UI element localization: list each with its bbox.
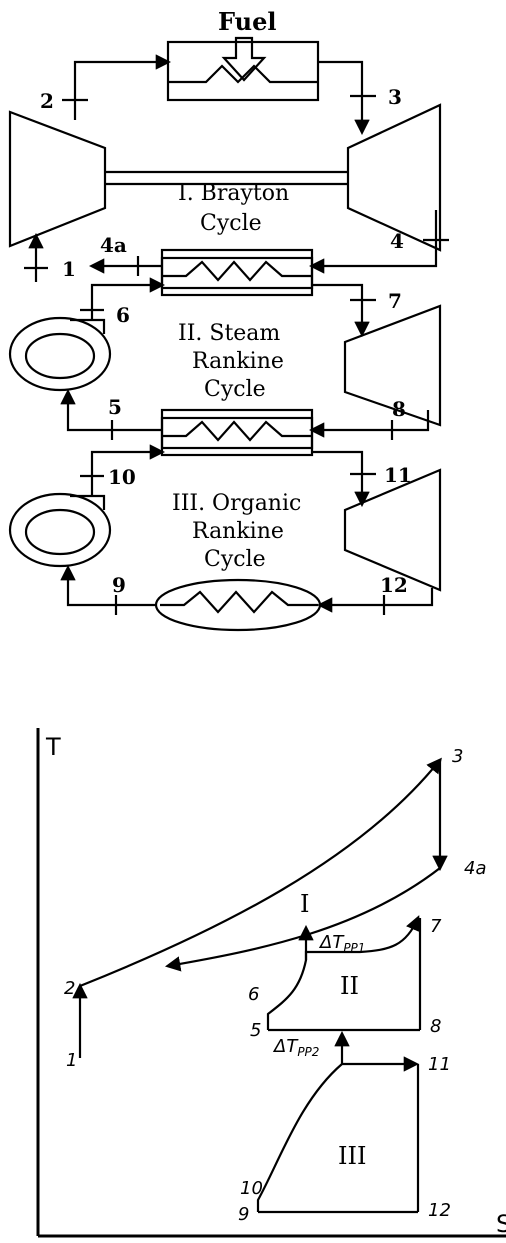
point-10-label: 10 xyxy=(240,1178,263,1199)
organic-title-1: III. Organic xyxy=(172,491,301,516)
state-7-label: 7 xyxy=(388,289,402,313)
point-3-label: 3 xyxy=(452,746,463,767)
gas-turbine xyxy=(346,103,442,252)
organic-turbine xyxy=(343,468,442,592)
fuel-label: Fuel xyxy=(218,7,276,36)
state-9-label: 9 xyxy=(112,573,126,597)
point-5-label: 5 xyxy=(250,1020,261,1041)
state-12-label: 12 xyxy=(380,573,408,597)
state-1-label: 1 xyxy=(62,257,76,281)
point-8-label: 8 xyxy=(430,1016,441,1037)
brayton-title-2: Cycle xyxy=(200,211,262,236)
organic-title-2: Rankine xyxy=(192,519,284,544)
pinch2-subscript: PP2 xyxy=(297,1045,319,1059)
point-1-label: 1 xyxy=(66,1050,77,1071)
compressor xyxy=(8,110,107,248)
pinch1-subscript: PP1 xyxy=(343,941,365,955)
state-4-label: 4 xyxy=(390,229,404,253)
condenser xyxy=(154,578,322,632)
ts-diagram: T S 2 1 3 4a I 6 5 7 8 II ΔTPP1 xyxy=(36,728,506,1238)
state-6-label: 6 xyxy=(116,303,130,327)
point-11-label: 11 xyxy=(428,1054,451,1075)
t-axis-label: T xyxy=(45,733,61,761)
region-III-label: III xyxy=(338,1142,366,1170)
point-7-label: 7 xyxy=(430,916,442,937)
state-3-label: 3 xyxy=(388,85,402,109)
state-5-label: 5 xyxy=(108,395,122,419)
combustor xyxy=(166,40,320,102)
region-I-label: I xyxy=(300,890,309,918)
steam-pump-icon xyxy=(8,316,112,392)
pinch2-label: ΔTPP2 xyxy=(272,1036,319,1059)
hx1-coil-icon xyxy=(162,260,312,282)
state-4a-label: 4a xyxy=(100,233,127,257)
hx2-coil-icon xyxy=(162,420,312,442)
steam-title-2: Rankine xyxy=(192,349,284,374)
state-8-label: 8 xyxy=(392,397,406,421)
region-II-label: II xyxy=(340,972,359,1000)
organic-title-3: Cycle xyxy=(204,547,266,572)
state-10-label: 10 xyxy=(108,465,136,489)
point-2-label: 2 xyxy=(64,978,75,999)
organic-pump-icon xyxy=(8,492,112,568)
point-4a-label: 4a xyxy=(464,858,486,879)
brayton-title-1: I. Brayton xyxy=(178,181,289,206)
s-axis-label: S xyxy=(496,1210,506,1238)
pinch1-label: ΔTPP1 xyxy=(318,932,365,955)
point-6-label: 6 xyxy=(248,984,259,1005)
steam-title-3: Cycle xyxy=(204,377,266,402)
point-12-label: 12 xyxy=(428,1200,451,1221)
steam-title-1: II. Steam xyxy=(178,321,280,346)
schematic: Fuel 2 3 1 I. Brayton Cycle xyxy=(8,7,449,632)
combustor-coil-icon xyxy=(168,64,318,84)
point-9-label: 9 xyxy=(238,1204,249,1225)
state-2-label: 2 xyxy=(40,89,54,113)
steam-turbine xyxy=(343,304,442,427)
